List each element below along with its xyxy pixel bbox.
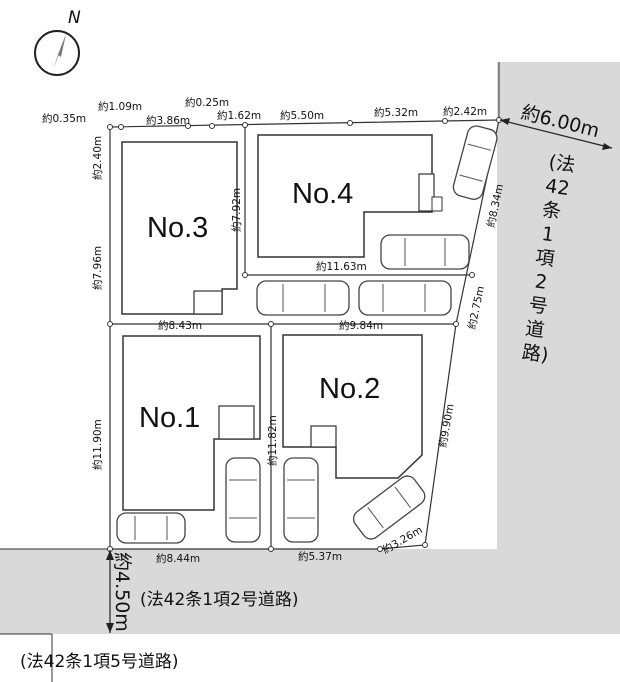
east-road-char: 1: [540, 223, 555, 246]
car-4: [452, 125, 498, 200]
dim-left-1190: 約11.90m: [91, 419, 104, 470]
dim-bottom-537: 約5.37m: [298, 550, 342, 563]
compass-icon: [34, 30, 80, 76]
east-road-edge: [497, 62, 620, 682]
dim-bottom-844: 約8.44m: [156, 552, 200, 565]
west-road-type: (法42条1項5号道路): [20, 652, 179, 672]
east-road-char: (法: [547, 151, 576, 176]
south-road-type: (法42条1項2号道路): [140, 590, 299, 610]
dim-mid-984: 約9.84m: [339, 319, 383, 332]
dim-mid-792: 約7.92m: [230, 188, 243, 232]
porch-no4: [418, 173, 435, 212]
car-1: [380, 234, 470, 270]
porch-no1: [218, 405, 255, 440]
lot-label-no2: No.2: [319, 373, 380, 405]
south-arrow-head-b: [106, 623, 114, 633]
dim-mid-843: 約8.43m: [158, 319, 202, 332]
east-road-char: 2: [534, 270, 549, 293]
east-road-char: 路): [521, 341, 550, 366]
dim-top-532: 約5.32m: [374, 106, 418, 119]
dim-top-025: 約0.25m: [185, 96, 229, 109]
lot-label-no3: No.3: [147, 212, 208, 244]
dim-mid-1163: 約11.63m: [316, 260, 367, 273]
east-road-type: (法 42 条 1 項 2 号 道 路): [521, 151, 577, 367]
west-road: [0, 634, 620, 682]
east-road-char: 号: [527, 294, 549, 318]
car-6: [283, 457, 319, 543]
east-arrow-head-b: [602, 143, 612, 150]
east-road-char: 42: [544, 175, 571, 200]
dim-left-796: 約7.96m: [91, 246, 104, 290]
building-no4: [257, 134, 433, 258]
south-road-width: 約4.50m: [111, 552, 133, 632]
car-2: [256, 280, 350, 316]
boundary-markers: [107, 117, 502, 552]
east-road-char: 条: [541, 199, 563, 223]
car-3: [358, 280, 452, 316]
building-no3: [121, 141, 238, 315]
dim-mid-1182: 約11.82m: [266, 415, 279, 466]
porch-no2: [310, 425, 337, 448]
east-width-arrow: [499, 119, 613, 149]
dim-right-275: 約2.75m: [465, 285, 487, 331]
car-5: [225, 457, 261, 543]
dim-top-550: 約5.50m: [280, 109, 324, 122]
porch-no4-step: [431, 196, 443, 212]
east-road-char: 道: [524, 318, 546, 342]
dim-top-035: 約0.35m: [42, 112, 86, 125]
car-8: [352, 475, 426, 540]
east-arrow-head-a: [500, 118, 510, 125]
compass-label: N: [68, 8, 81, 28]
lot-label-no1: No.1: [139, 402, 200, 434]
lot-label-no4: No.4: [292, 178, 353, 210]
dim-left-240: 約2.40m: [91, 136, 104, 180]
dim-top-386: 約3.86m: [146, 114, 190, 127]
east-road-char: 項: [534, 246, 556, 270]
road-corner: [0, 549, 110, 634]
building-no1: [122, 335, 261, 511]
south-arrow-head-a: [106, 550, 114, 560]
dim-top-162: 約1.62m: [217, 109, 261, 122]
car-7: [116, 512, 186, 544]
porch-no3: [193, 290, 223, 315]
dim-top-109: 約1.09m: [98, 100, 142, 113]
dim-top-242: 約2.42m: [443, 105, 487, 118]
